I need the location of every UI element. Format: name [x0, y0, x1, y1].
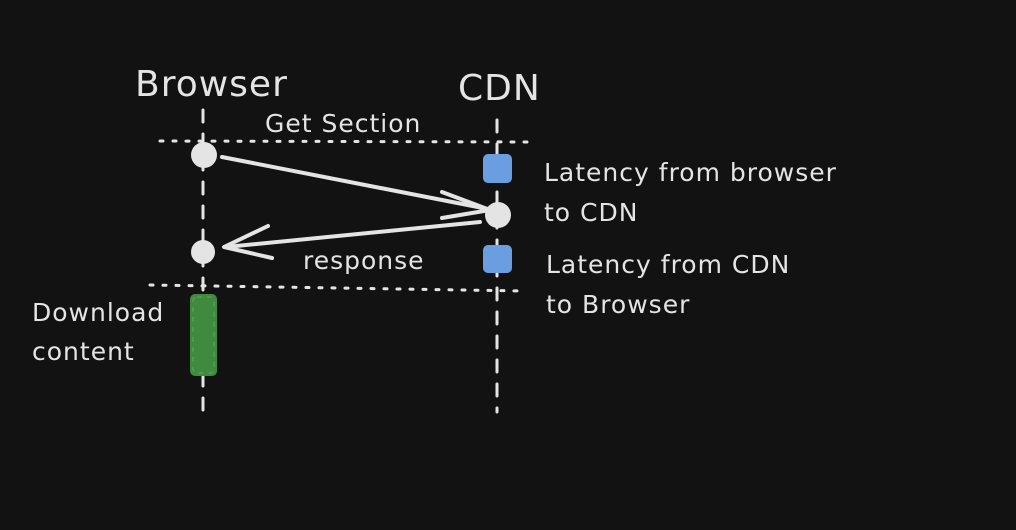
response-arrow — [224, 220, 482, 249]
download-note-line2: content — [32, 337, 135, 366]
request-label: Get Section — [265, 109, 421, 138]
latency-to-browser-marker — [483, 245, 512, 273]
download-note-line1: Download — [32, 298, 164, 327]
cdn-event-dot — [485, 202, 511, 228]
cdn-header: CDN — [458, 68, 541, 109]
top-boundary-line — [158, 139, 530, 144]
response-label: response — [303, 246, 425, 275]
download-bar — [190, 294, 217, 376]
browser-send-dot — [191, 142, 217, 168]
latency-to-cdn-marker — [483, 154, 512, 183]
latency-to-cdn-note-line1: Latency from browser — [544, 158, 837, 187]
browser-header: Browser — [135, 64, 288, 105]
latency-to-browser-note-line2: to Browser — [546, 290, 690, 319]
request-arrow — [220, 155, 490, 211]
download-bar-texture — [192, 296, 215, 374]
bottom-boundary-line — [148, 283, 527, 293]
latency-to-cdn-note-line2: to CDN — [544, 198, 638, 227]
browser-receive-dot — [191, 240, 215, 264]
response-arrowhead — [222, 224, 274, 260]
latency-to-browser-note-line1: Latency from CDN — [546, 250, 790, 279]
